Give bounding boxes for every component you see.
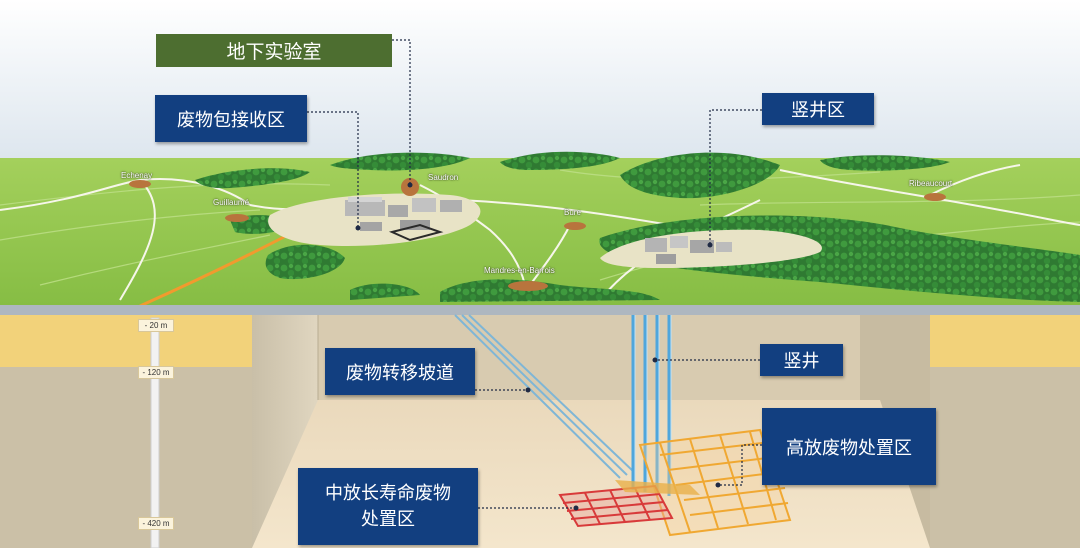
shaft-bottom-gallery — [615, 480, 700, 495]
hlw-disposal-label: 高放废物处置区 — [762, 408, 936, 485]
package-reception-label: 废物包接收区 — [155, 95, 307, 142]
hlw-zone — [638, 428, 792, 537]
village-markers — [129, 180, 946, 291]
town-label-echenay: Echenay — [121, 171, 153, 180]
reception-site — [268, 178, 481, 246]
ilw-disposal-label-line2: 处置区 — [361, 508, 415, 530]
shaft-highlights — [634, 315, 672, 494]
depth-marker-420m: - 420 m — [138, 517, 174, 530]
underground-lab-label: 地下实验室 — [156, 34, 392, 67]
depth-marker-120m: - 120 m — [138, 366, 174, 379]
shaft-label: 竖井 — [760, 344, 843, 376]
town-label-guillaume: Guillaumé — [213, 198, 250, 207]
town-label-bure: Bure — [564, 208, 581, 217]
town-label-ribeaucourt: Ribeaucourt — [909, 179, 953, 188]
depth-gauge — [150, 317, 160, 548]
leader-lines — [307, 39, 762, 509]
ilw-disposal-label: 中放长寿命废物 处置区 — [298, 468, 478, 545]
shaft-zone-label: 竖井区 — [762, 93, 874, 125]
surface-edge — [0, 305, 1080, 315]
depth-marker-20m: - 20 m — [138, 319, 174, 332]
town-label-mandres: Mandres-en-Barrois — [484, 266, 555, 275]
shaft-zone-site — [600, 229, 822, 268]
transfer-ramp-label: 废物转移坡道 — [325, 348, 475, 395]
leader-dots — [355, 182, 721, 511]
town-label-saudron: Saudron — [428, 173, 459, 182]
ilw-disposal-label-line1: 中放长寿命废物 — [325, 482, 451, 504]
transfer-ramp — [454, 314, 635, 479]
